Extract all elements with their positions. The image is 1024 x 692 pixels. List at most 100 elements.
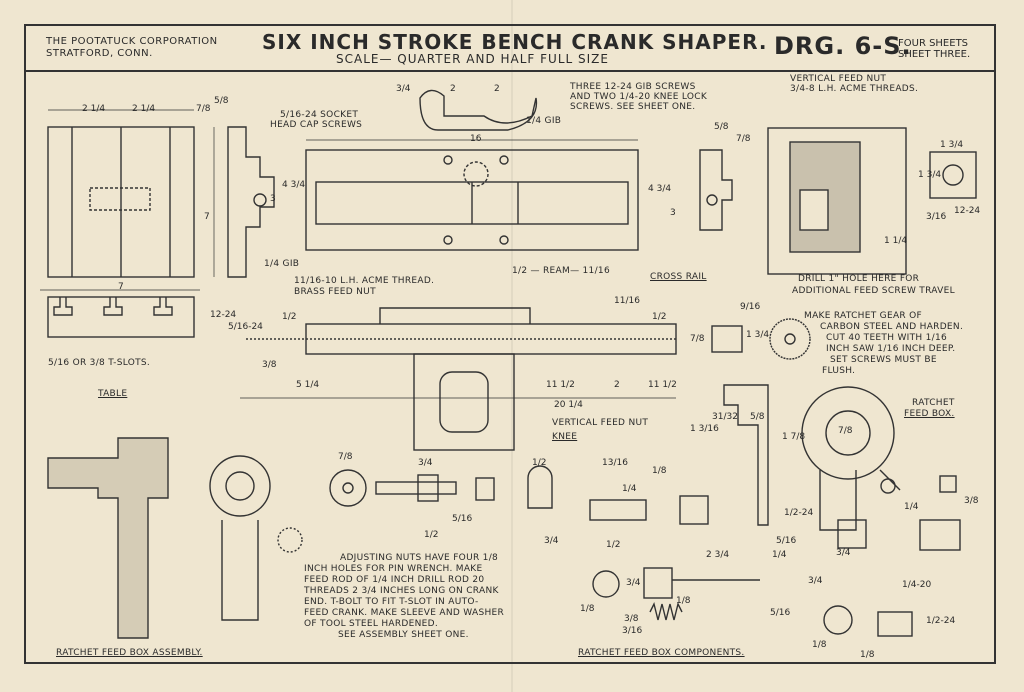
dim-20-1-4: 20 1/4 (554, 400, 583, 410)
dim-5-8-a: 5/8 (214, 96, 229, 106)
dim-7-a: 7 (204, 212, 210, 222)
dim-3-a: 3 (270, 194, 276, 204)
dim-1-7-8: 1 7/8 (782, 432, 806, 442)
note-adjusting-5: END. T-BOLT TO FIT T-SLOT IN AUTO- (304, 597, 479, 607)
label-ratchet-feed-box-1: RATCHET (912, 398, 955, 408)
dim-1-8-c: 1/8 (676, 596, 691, 606)
dim-1-3-4-c: 1 3/4 (746, 330, 770, 340)
dim-7-8-a: 7/8 (196, 104, 211, 114)
dim-1-2-d: 1/2 (424, 530, 439, 540)
title-block: THE POOTATUCK CORPORATION STRATFORD, CON… (26, 26, 994, 72)
label-feed-box-components: RATCHET FEED BOX COMPONENTS. (578, 648, 745, 658)
note-vertical-feed-nut-1: VERTICAL FEED NUT (790, 74, 887, 84)
label-feed-box-assembly: RATCHET FEED BOX ASSEMBLY. (56, 648, 203, 658)
sheet-count-line-2: SHEET THREE. (898, 49, 971, 60)
note-ratchet-1: MAKE RATCHET GEAR OF (804, 311, 922, 321)
note-acme-thread: 11/16-10 L.H. ACME THREAD. (294, 276, 435, 286)
dim-12-24-a: 12-24 (954, 206, 981, 216)
dim-5-16-a: 5/16 (452, 514, 473, 524)
company-line-1: THE POOTATUCK CORPORATION (46, 36, 218, 47)
dim-5-16-24: 5/16-24 (228, 322, 263, 332)
dim-1-4-a: 1/4 (622, 484, 637, 494)
note-drill-1: DRILL 1" HOLE HERE FOR (798, 274, 920, 284)
note-ratchet-4: INCH SAW 1/16 INCH DEEP. (826, 344, 956, 354)
note-adjusting-2: INCH HOLES FOR PIN WRENCH. MAKE (304, 564, 483, 574)
drawing-number: DRG. 6-S. (774, 32, 912, 60)
table-plan-view (47, 109, 195, 278)
dim-3-4-f: 3/4 (808, 576, 823, 586)
note-gib-screws-3: SCREWS. SEE SHEET ONE. (570, 102, 696, 112)
dim-3-16-a: 3/16 (926, 212, 947, 222)
dim-3-8-c: 3/8 (964, 496, 979, 506)
note-ream: 1/2 — REAM— 11/16 (512, 266, 610, 276)
cross-rail-end (699, 149, 733, 231)
dim-5-8-b: 5/8 (714, 122, 729, 132)
dim-1-4-c: 1/4 (904, 502, 919, 512)
dim-2-1-4-b: 2 1/4 (132, 104, 156, 114)
ratchet-feed-box (801, 386, 901, 531)
label-cross-rail: CROSS RAIL (650, 272, 707, 282)
note-adjusting-4: THREADS 2 3/4 INCHES LONG ON CRANK (304, 586, 499, 596)
company-line-2: STRATFORD, CONN. (46, 48, 153, 59)
note-drill-2: ADDITIONAL FEED SCREW TRAVEL (792, 286, 955, 296)
note-brass-nut: BRASS FEED NUT (294, 287, 376, 297)
dim-3-b: 3 (670, 208, 676, 218)
dim-11-1-2-b: 11 1/2 (648, 380, 677, 390)
dim-3-4-c: 3/4 (544, 536, 559, 546)
dim-1-2-b: 1/2 (652, 312, 667, 322)
feed-box-spindle (723, 384, 769, 526)
dim-7-b: 7 (118, 282, 124, 292)
table-side-profile (213, 126, 275, 278)
dim-1-8-a: 1/8 (652, 466, 667, 476)
note-adjusting-3: FEED ROD OF 1/4 INCH DRILL ROD 20 (304, 575, 485, 585)
label-vertical-feed-nut: VERTICAL FEED NUT (552, 418, 649, 428)
drawing-border (24, 24, 996, 664)
dim-1-8-d: 1/8 (812, 640, 827, 650)
feed-box-assembly-section (47, 437, 303, 639)
sheet-count: FOUR SHEETS SHEET THREE. (898, 38, 970, 60)
dim-7-8-b: 7/8 (736, 134, 751, 144)
note-gib-screws-2: AND TWO 1/4-20 KNEE LOCK (570, 92, 708, 102)
dim-3-16-b: 3/16 (622, 626, 643, 636)
knee-section (767, 127, 977, 275)
dim-7-8-c: 7/8 (690, 334, 705, 344)
dim-11-16: 11/16 (614, 296, 640, 306)
dim-1-2-c: 1/2 (532, 458, 547, 468)
dim-1-2-a: 1/2 (282, 312, 297, 322)
dim-3-4-e: 3/4 (836, 548, 851, 558)
note-socket-screws-2: HEAD CAP SCREWS (270, 120, 363, 130)
note-ratchet-2: CARBON STEEL AND HARDEN. (820, 322, 964, 332)
cross-rail-front (305, 139, 639, 251)
ratchet-gear (711, 318, 811, 360)
dim-1-8-e: 1/8 (860, 650, 875, 660)
label-ratchet-feed-box-2: FEED BOX. (904, 409, 955, 419)
paper-fold (511, 0, 513, 692)
note-tslots: 5/16 OR 3/8 T-SLOTS. (48, 358, 151, 368)
drawing-title: SIX INCH STROKE BENCH CRANK SHAPER. (262, 30, 768, 54)
feed-screw (240, 307, 677, 451)
drawing-scale: SCALE— QUARTER AND HALF FULL SIZE (336, 52, 609, 66)
dim-16: 16 (470, 134, 482, 144)
dim-2-c: 2 (614, 380, 620, 390)
dim-2-1-4-a: 2 1/4 (82, 104, 106, 114)
label-knee: KNEE (552, 432, 578, 442)
dim-1-2-e: 1/2 (606, 540, 621, 550)
dim-1-3-4-b: 1 3/4 (918, 170, 942, 180)
dim-3-8-b: 3/8 (624, 614, 639, 624)
note-adjusting-6: FEED CRANK. MAKE SLEEVE AND WASHER (304, 608, 505, 618)
dim-3-4-a: 3/4 (396, 84, 411, 94)
dim-3-4-b: 3/4 (418, 458, 433, 468)
dim-31-32: 31/32 (712, 412, 738, 422)
dim-5-8-c: 5/8 (750, 412, 765, 422)
dim-11-1-2-a: 11 1/2 (546, 380, 575, 390)
gib-hook (419, 89, 538, 131)
note-gib-screws-1: THREE 12-24 GIB SCREWS (570, 82, 696, 92)
dim-1-2-24-a: 1/2-24 (784, 508, 814, 518)
company-name: THE POOTATUCK CORPORATION STRATFORD, CON… (46, 36, 218, 60)
dim-3-8-a: 3/8 (262, 360, 277, 370)
dim-2-a: 2 (450, 84, 456, 94)
dim-13-16: 13/16 (602, 458, 628, 468)
dim-4-3-4-a: 4 3/4 (282, 180, 306, 190)
